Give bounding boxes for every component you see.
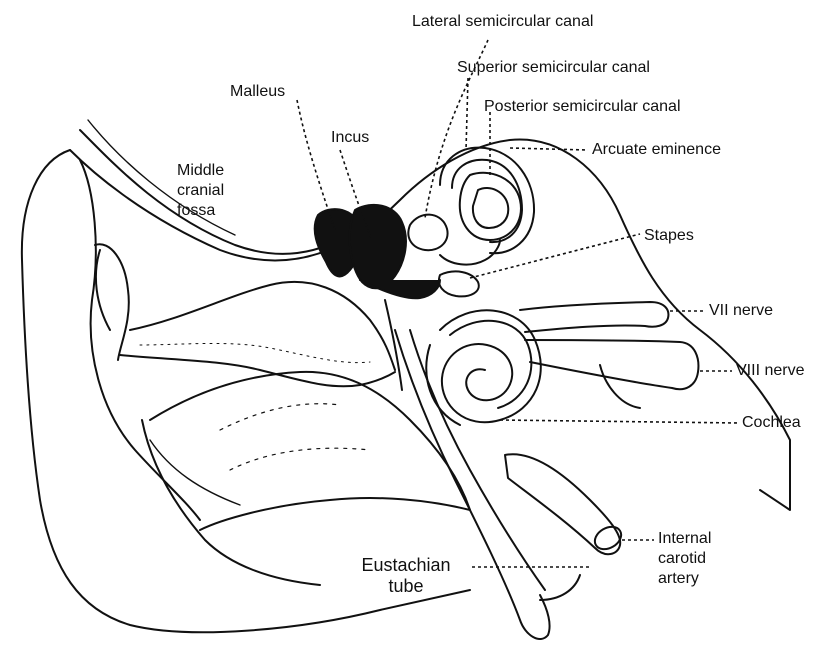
internal-carotid-artery (505, 454, 620, 554)
label-eustachian-tube: Eustachian tube (346, 555, 466, 597)
label-middle-cranial-fossa-line-2: cranial (177, 181, 224, 201)
label-superior-semicircular-canal: Superior semicircular canal (457, 58, 650, 78)
stapes-shape (439, 271, 479, 296)
label-incus: Incus (331, 128, 369, 148)
viii-nerve (525, 340, 698, 389)
label-malleus: Malleus (230, 82, 285, 102)
label-internal-carotid-artery: Internal carotid artery (658, 529, 711, 589)
incus-process (360, 280, 440, 298)
leader-arcuate-eminence (510, 148, 588, 150)
label-viii-nerve: VIII nerve (736, 361, 804, 381)
label-vii-nerve: VII nerve (709, 301, 773, 321)
label-internal-carotid-line-3: artery (658, 569, 711, 589)
leader-cochlea (500, 420, 738, 423)
label-lateral-semicircular-canal: Lateral semicircular canal (412, 12, 593, 32)
cochlea-spiral (440, 310, 541, 422)
ear-canal-upper (130, 282, 395, 370)
incus-shape (350, 205, 406, 288)
petrous-bone (150, 372, 470, 530)
label-internal-carotid-line-1: Internal (658, 529, 711, 549)
label-eustachian-line-1: Eustachian (346, 555, 466, 576)
external-ear-lobe (142, 420, 320, 585)
label-posterior-semicircular-canal: Posterior semicircular canal (484, 97, 681, 117)
label-arcuate-eminence: Arcuate eminence (592, 140, 721, 160)
posterior-canal (460, 173, 521, 240)
leader-superior-canal (466, 78, 468, 150)
label-eustachian-line-2: tube (346, 576, 466, 597)
label-stapes: Stapes (644, 226, 694, 246)
label-middle-cranial-fossa: Middle cranial fossa (177, 161, 224, 221)
label-cochlea: Cochlea (742, 413, 801, 433)
label-middle-cranial-fossa-line-3: fossa (177, 201, 224, 221)
label-internal-carotid-line-2: carotid (658, 549, 711, 569)
lateral-canal (408, 215, 447, 251)
concha-rim (95, 244, 129, 360)
vii-nerve (520, 302, 668, 332)
label-middle-cranial-fossa-line-1: Middle (177, 161, 224, 181)
